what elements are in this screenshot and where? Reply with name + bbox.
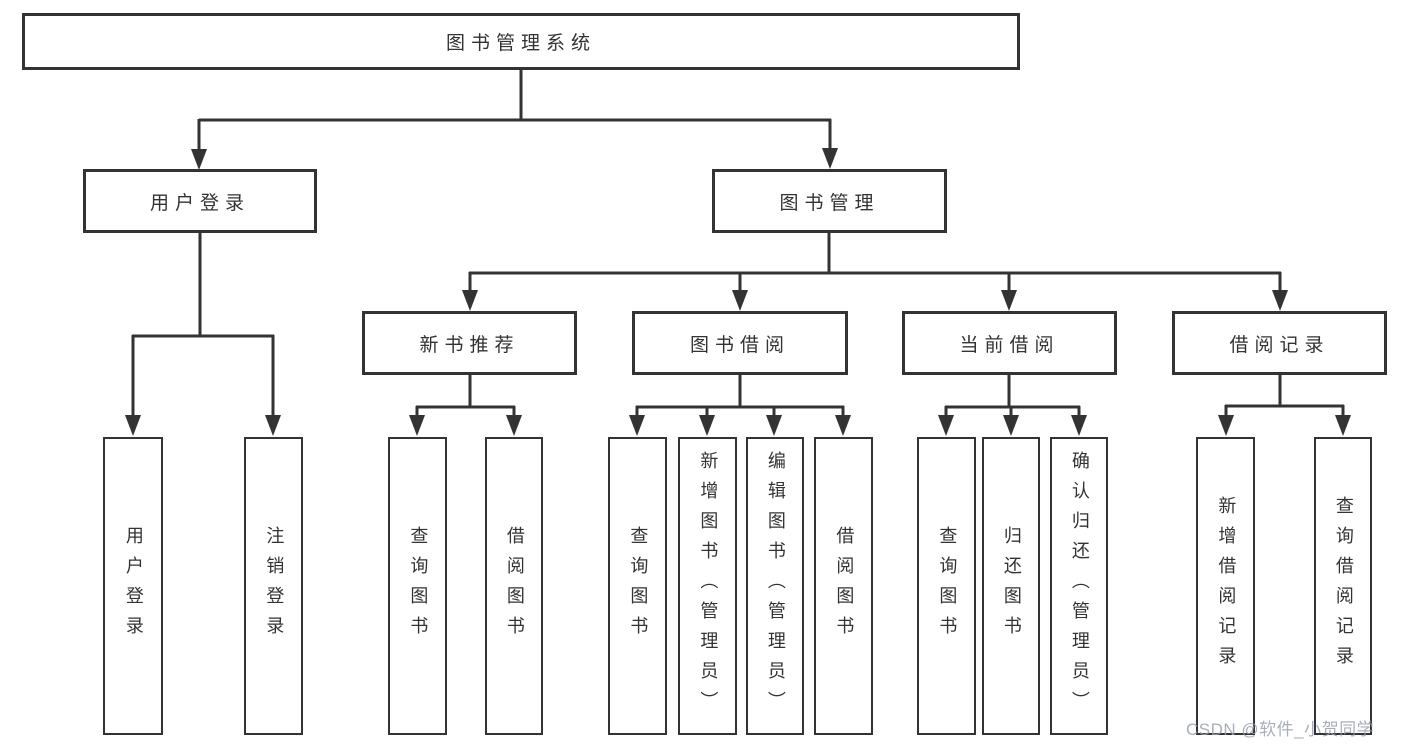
leaf-query-borrow-record: 查询借阅记录 xyxy=(1314,437,1372,735)
leaf-borrow-books: 借阅图书 xyxy=(814,437,873,735)
node-borrow-records: 借阅记录 xyxy=(1172,311,1387,375)
leaf-borrow-books-recommend: 借阅图书 xyxy=(485,437,543,735)
arrowhead-icon xyxy=(1001,290,1017,311)
node-label: 图书借阅 xyxy=(689,334,790,356)
arrowhead-icon xyxy=(1003,415,1019,436)
leaf-label: 借阅图书 xyxy=(834,526,855,646)
leaf-label: 用户登录 xyxy=(123,526,144,646)
node-library-system: 图书管理系统 xyxy=(22,13,1020,70)
arrowhead-icon xyxy=(506,415,522,436)
arrowhead-icon xyxy=(1071,415,1087,436)
node-label: 图书管理 xyxy=(779,192,880,214)
arrowhead-icon xyxy=(1272,290,1288,311)
arrowhead-icon xyxy=(629,415,645,436)
watermark: CSDN @软件_小贺同学 xyxy=(1186,720,1375,739)
leaf-logout: 注销登录 xyxy=(244,437,303,735)
leaf-edit-books-admin: 编辑图书（管理员） xyxy=(746,437,804,735)
node-book-management: 图书管理 xyxy=(712,169,947,233)
arrowhead-icon xyxy=(822,148,838,169)
leaf-add-books-admin: 新增图书（管理员） xyxy=(678,437,737,735)
leaf-label: 查询图书 xyxy=(408,526,429,646)
arrowhead-icon xyxy=(462,290,478,311)
arrowhead-icon xyxy=(125,415,141,436)
leaf-label: 查询图书 xyxy=(628,526,649,646)
node-label: 当前借阅 xyxy=(959,334,1060,356)
leaf-query-books-current: 查询图书 xyxy=(917,437,976,735)
node-label: 借阅记录 xyxy=(1229,334,1330,356)
leaf-label: 查询图书 xyxy=(937,526,958,646)
leaf-user-login: 用户登录 xyxy=(103,437,163,735)
arrowhead-icon xyxy=(1218,415,1234,436)
leaf-label: 新增借阅记录 xyxy=(1216,496,1237,676)
arrowhead-icon xyxy=(732,290,748,311)
leaf-label: 归还图书 xyxy=(1001,526,1022,646)
arrowhead-icon xyxy=(699,415,715,436)
leaf-label: 新增图书（管理员） xyxy=(698,451,719,721)
node-label: 新书推荐 xyxy=(419,334,520,356)
leaf-label: 借阅图书 xyxy=(504,526,525,646)
node-user-login: 用户登录 xyxy=(83,169,317,233)
node-new-book-recommend: 新书推荐 xyxy=(362,311,577,375)
leaf-label: 确认归还（管理员） xyxy=(1069,451,1090,721)
arrowhead-icon xyxy=(265,415,281,436)
leaf-label: 查询借阅记录 xyxy=(1333,496,1354,676)
leaf-query-books-recommend: 查询图书 xyxy=(388,437,447,735)
node-book-borrow: 图书借阅 xyxy=(632,311,848,375)
leaf-confirm-return-admin: 确认归还（管理员） xyxy=(1050,437,1108,735)
arrowhead-icon xyxy=(766,415,782,436)
leaf-label: 编辑图书（管理员） xyxy=(765,451,786,721)
arrowhead-icon xyxy=(191,149,207,170)
arrowhead-icon xyxy=(1335,415,1351,436)
leaf-add-borrow-record: 新增借阅记录 xyxy=(1196,437,1255,735)
arrowhead-icon xyxy=(938,415,954,436)
leaf-return-books: 归还图书 xyxy=(982,437,1040,735)
node-current-borrow: 当前借阅 xyxy=(902,311,1117,375)
node-label: 用户登录 xyxy=(149,192,250,214)
arrowhead-icon xyxy=(409,415,425,436)
node-label: 图书管理系统 xyxy=(445,33,596,54)
arrowhead-icon xyxy=(835,415,851,436)
leaf-label: 注销登录 xyxy=(264,526,285,646)
leaf-query-books-borrow: 查询图书 xyxy=(608,437,667,735)
